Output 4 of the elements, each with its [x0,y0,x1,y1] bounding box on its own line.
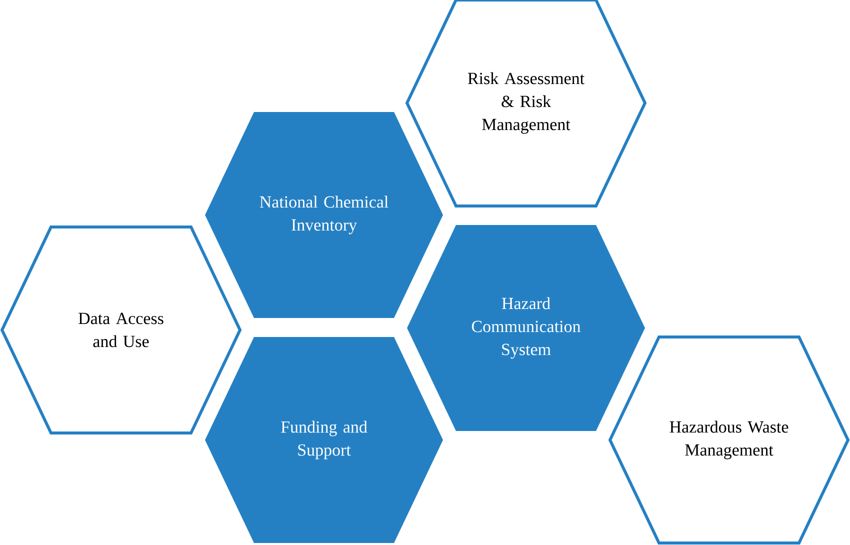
hexagon: Funding and Support [205,336,443,543]
node-label: Hazard Communication System [472,297,581,359]
hexagon: Hazard Communication System [407,225,645,431]
hexagon: National Chemical Inventory [205,112,443,318]
